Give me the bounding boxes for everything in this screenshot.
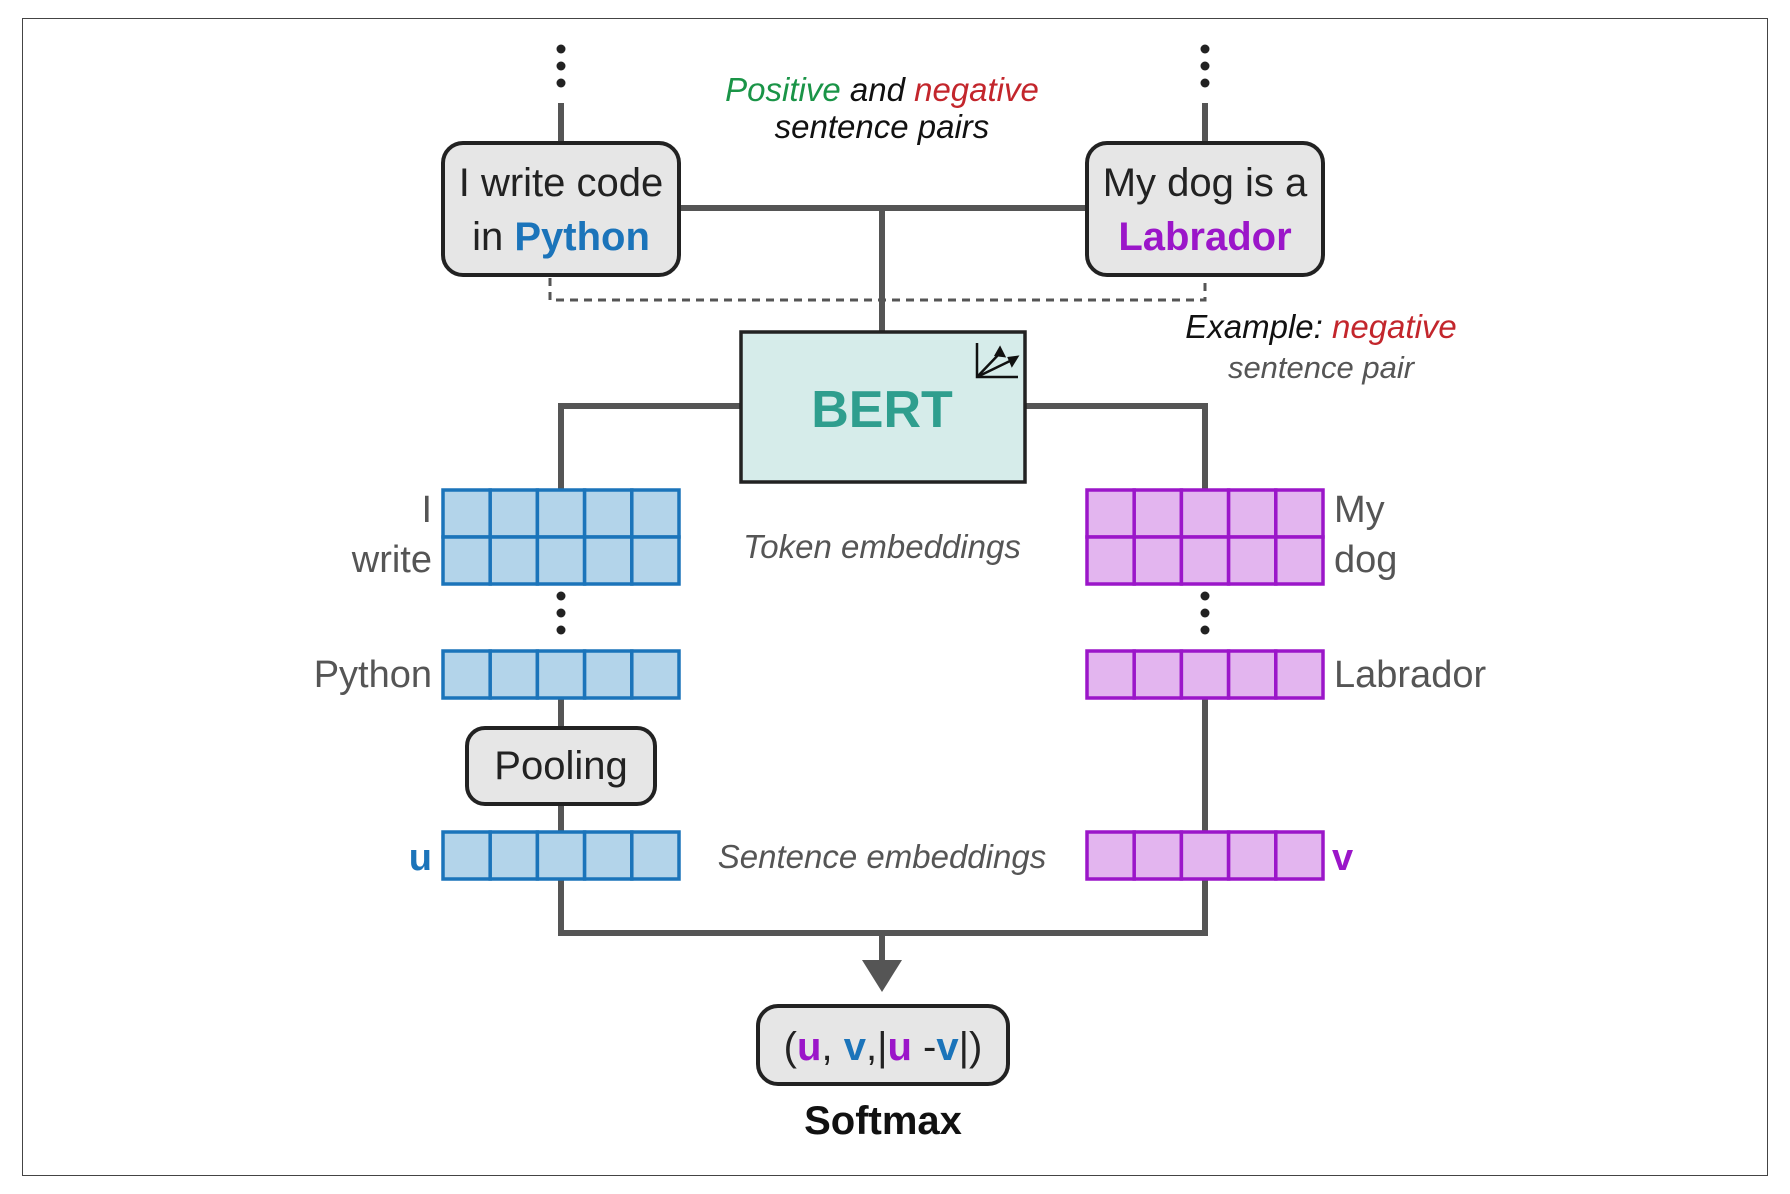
embedding-cell: [441, 535, 492, 586]
embedding-cell: [630, 535, 681, 586]
left-token-ellipsis: [556, 591, 566, 635]
u-sentence-embedding: [441, 830, 681, 881]
embedding-cell: [582, 535, 634, 586]
connector-lines: [558, 103, 1208, 962]
pooling-box: [465, 726, 657, 806]
embedding-cell: [1132, 649, 1184, 700]
arrow-down-icon: [862, 960, 902, 992]
sentence-b-line1: My dog is a: [1103, 161, 1308, 205]
embedding-cell: [1274, 535, 1325, 586]
embedding-cell: [1274, 649, 1325, 700]
embedding-cell: [535, 649, 587, 700]
example-note-line2: sentence pair: [1228, 350, 1416, 385]
embedding-cell: [488, 488, 540, 539]
embedding-cell: [630, 830, 681, 881]
embedding-cell: [582, 488, 634, 539]
embedding-cell: [535, 488, 587, 539]
embedding-cell: [630, 488, 681, 539]
embedding-cell: [1132, 830, 1184, 881]
sentence-a-line2: in Python: [472, 215, 650, 259]
embedding-cell: [1226, 830, 1278, 881]
bert-label: BERT: [811, 381, 953, 439]
negative-pair-bracket: [548, 278, 1207, 302]
pairs-caption-line2: sentence pairs: [775, 108, 990, 145]
embedding-cell: [535, 535, 587, 586]
embedding-cell: [441, 649, 492, 700]
embedding-cell: [1085, 488, 1136, 539]
embedding-cell: [488, 830, 540, 881]
embedding-cell: [1179, 830, 1231, 881]
vector-axes-icon: [975, 343, 1020, 379]
embedding-cell: [582, 830, 634, 881]
left-last-token-embedding: [441, 649, 681, 700]
concat-box: [756, 1004, 1010, 1086]
embedding-cell: [1179, 649, 1231, 700]
right-token-embedding-grid: [1085, 488, 1325, 586]
embedding-cell: [1179, 488, 1231, 539]
vector-v-label: v: [1332, 837, 1353, 879]
left-token-label-2: write: [351, 539, 432, 581]
figure-frame: [22, 18, 1768, 1176]
embedding-cell: [1085, 830, 1136, 881]
embedding-cell: [1085, 649, 1136, 700]
embedding-cell: [1132, 488, 1184, 539]
embedding-grids: [441, 488, 1325, 881]
right-token-label-last: Labrador: [1334, 654, 1486, 696]
left-token-label-last: Python: [314, 654, 432, 696]
embedding-cell: [1274, 830, 1325, 881]
pairs-caption-line1: Positive and negative: [725, 71, 1039, 108]
embedding-cell: [630, 649, 681, 700]
left-token-embedding-grid: [441, 488, 681, 586]
embedding-cell: [1085, 535, 1136, 586]
pooling-label: Pooling: [494, 744, 627, 788]
example-note-line1: Example: negative: [1185, 308, 1457, 345]
embedding-cell: [1226, 488, 1278, 539]
top-right-ellipsis: [1200, 44, 1210, 88]
right-last-token-embedding: [1085, 649, 1325, 700]
concat-formula: (u, v,|u -v|): [784, 1025, 983, 1069]
sentence-b-keyword: Labrador: [1118, 215, 1291, 259]
embedding-cell: [1226, 535, 1278, 586]
right-token-label-1: My: [1334, 489, 1385, 531]
token-embeddings-label: Token embeddings: [743, 528, 1021, 565]
embedding-cell: [441, 830, 492, 881]
embedding-cell: [1274, 488, 1325, 539]
sentence-b-box: [1085, 141, 1325, 277]
right-token-label-2: dog: [1334, 539, 1397, 581]
embedding-cell: [1179, 535, 1231, 586]
right-token-ellipsis: [1200, 591, 1210, 635]
embedding-cell: [535, 830, 587, 881]
embedding-cell: [488, 535, 540, 586]
vector-u-label: u: [409, 837, 432, 879]
sentence-a-line1: I write code: [459, 161, 664, 205]
embedding-cell: [1132, 535, 1184, 586]
v-sentence-embedding: [1085, 830, 1325, 881]
embedding-cell: [488, 649, 540, 700]
sentence-embeddings-label: Sentence embeddings: [718, 838, 1046, 875]
top-left-ellipsis: [556, 44, 566, 88]
embedding-cell: [441, 488, 492, 539]
embedding-cell: [582, 649, 634, 700]
left-token-label-1: I: [421, 489, 432, 531]
sentence-a-box: [441, 141, 681, 277]
softmax-label: Softmax: [804, 1099, 962, 1143]
embedding-cell: [1226, 649, 1278, 700]
